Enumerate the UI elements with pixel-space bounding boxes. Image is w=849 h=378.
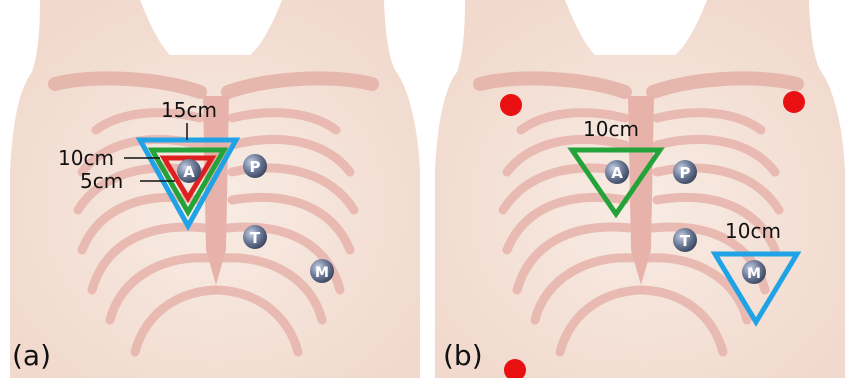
electrode-dot-right: [783, 91, 805, 113]
marker-m: M: [310, 259, 334, 283]
svg-text:T: T: [680, 232, 691, 250]
marker-p: P: [673, 160, 697, 184]
electrode-dot-left: [500, 94, 522, 116]
marker-m: M: [742, 260, 766, 284]
svg-text:M: M: [747, 266, 761, 282]
label-5cm: 5cm: [80, 169, 123, 193]
svg-text:A: A: [183, 163, 195, 181]
marker-t: T: [243, 225, 267, 249]
svg-text:P: P: [680, 164, 691, 182]
panel-a: 15cm 10cm 5cm A P T M (a): [0, 0, 424, 378]
chest-diagram-b: 10cm 10cm A P T M (b): [425, 0, 849, 378]
svg-text:M: M: [315, 265, 329, 281]
label-10cm-blue: 10cm: [725, 219, 781, 243]
svg-text:P: P: [250, 158, 261, 176]
panel-b: 10cm 10cm A P T M (b): [425, 0, 849, 378]
caption-a: (a): [12, 339, 51, 372]
marker-a: A: [177, 159, 201, 183]
svg-text:A: A: [611, 164, 623, 182]
label-15cm: 15cm: [161, 98, 217, 122]
marker-t: T: [673, 228, 697, 252]
svg-text:T: T: [250, 229, 261, 247]
caption-b: (b): [443, 339, 483, 372]
label-10cm-green: 10cm: [583, 117, 639, 141]
marker-a: A: [605, 160, 629, 184]
label-10cm: 10cm: [58, 146, 114, 170]
chest-diagram-a: 15cm 10cm 5cm A P T M (a): [0, 0, 424, 378]
marker-p: P: [243, 154, 267, 178]
